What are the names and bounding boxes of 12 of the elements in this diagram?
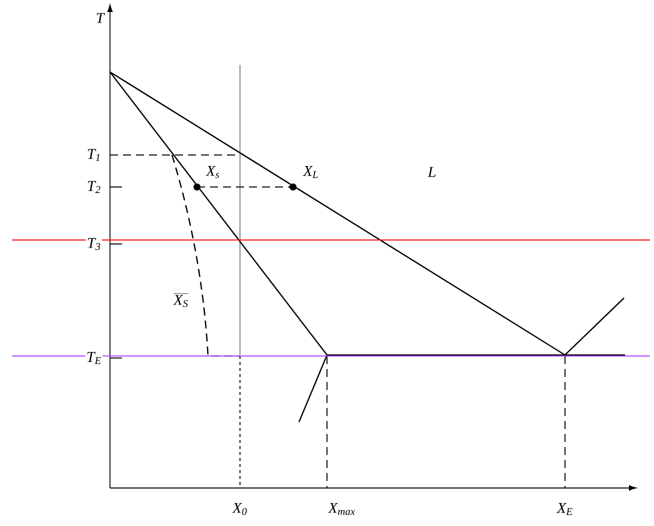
temperature-label: T$_{2}$ [86, 180, 102, 194]
composition-label: X$_{E}$ [556, 502, 574, 516]
point-label: X$_{s}$ [205, 164, 221, 180]
composition-label: X$_{0}$ [232, 502, 248, 516]
temperature-label: T$_{1}$ [86, 148, 102, 162]
point-label: X$_{L}$ [302, 165, 320, 179]
temperature-label: T$_{3}$ [86, 236, 102, 252]
temperature-label: T$_{E}$ [85, 351, 103, 365]
region-label: L [426, 166, 438, 178]
axis-label: T [94, 12, 106, 24]
composition-label: X$_{max}$ [327, 502, 357, 516]
curve-label: X$_{S}$ [172, 292, 190, 308]
